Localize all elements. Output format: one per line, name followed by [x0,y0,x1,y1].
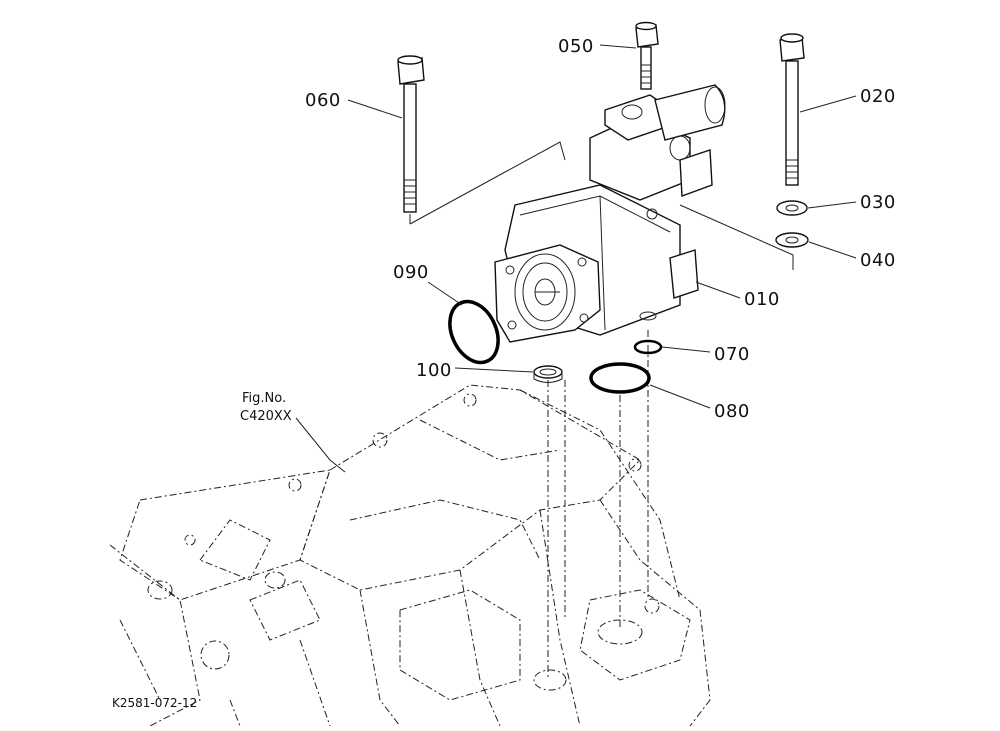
label-020: 020 [860,86,896,107]
label-060: 060 [305,90,341,111]
bolt-020 [779,33,805,186]
label-010: 010 [744,289,780,310]
drawing-number: K2581-072-12 [112,696,197,710]
fig-ref-line1: Fig.No. [242,391,286,406]
washer-040 [775,232,809,248]
label-070: 070 [714,344,750,365]
o-ring-080 [589,362,651,394]
o-ring-090 [448,299,500,365]
label-080: 080 [714,401,750,422]
label-100: 100 [416,360,452,381]
figure-reference: Fig.No. C420XX [240,391,292,424]
bolt-060 [397,55,425,213]
o-ring-070 [633,339,663,355]
leader-lines [295,44,857,473]
part-labels: 060 050 020 030 040 010 070 080 090 100 [305,36,896,422]
washer-030 [776,200,808,216]
transmission-housing [109,384,711,727]
fig-ref-line2: C420XX [240,409,292,424]
seal-100 [533,365,563,383]
label-040: 040 [860,250,896,271]
label-090: 090 [393,262,429,283]
valve-body [494,84,726,343]
label-050: 050 [558,36,594,57]
label-030: 030 [860,192,896,213]
bolt-050 [635,21,659,90]
